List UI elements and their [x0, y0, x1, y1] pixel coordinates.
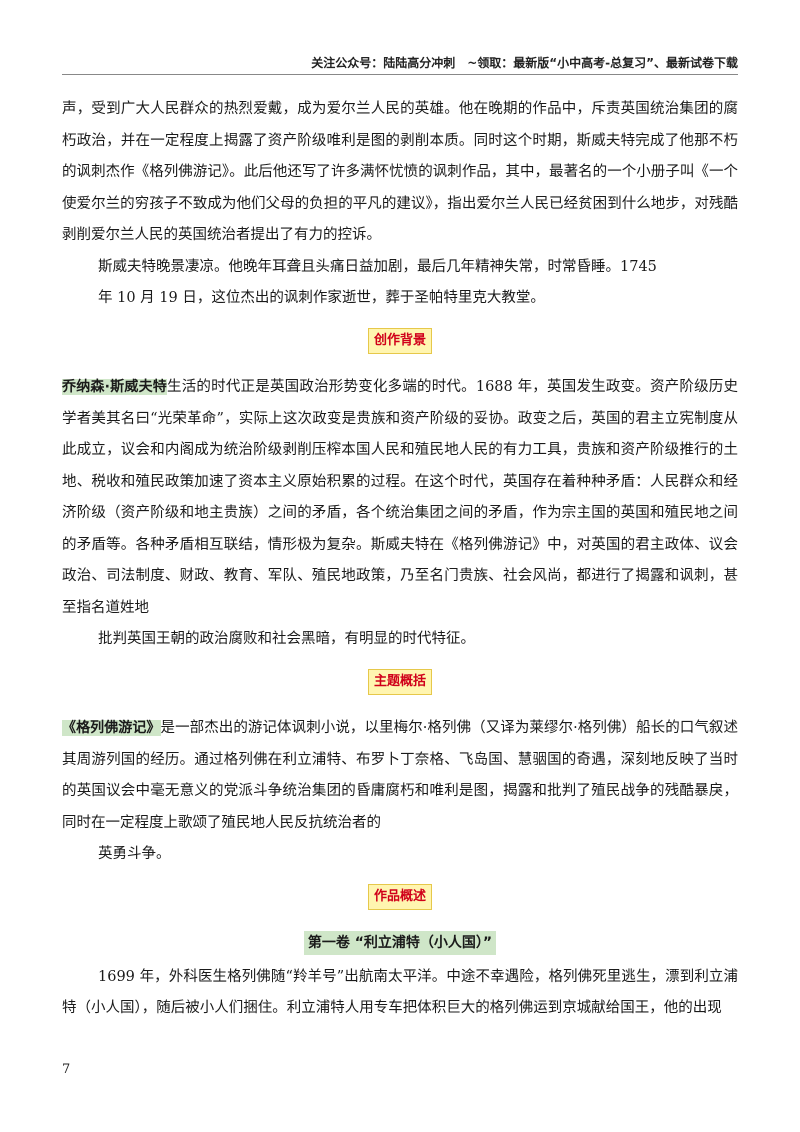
section-label-overview: 作品概述: [367, 883, 432, 910]
theme-paragraph-2: 英勇斗争。: [98, 846, 171, 862]
section-heading-overview: 作品概述: [62, 881, 738, 913]
header-divider: [62, 74, 738, 75]
background-paragraph: 乔纳森·斯威夫特生活的时代正是英国政治形势变化多端的时代。1688 年，英国发生…: [62, 372, 738, 624]
page-number: 7: [62, 1062, 71, 1077]
author-name-highlight: 乔纳森·斯威夫特: [62, 379, 167, 395]
intro-paragraph-1: 声，受到广大人民群众的热烈爱戴，成为爱尔兰人民的英雄。他在晚期的作品中，斥责英国…: [62, 101, 738, 243]
section-heading-background: 创作背景: [62, 325, 738, 357]
chapter-title: 第一卷 “利立浦特（小人国）”: [303, 931, 497, 955]
theme-paragraph: 《格列佛游记》是一部杰出的游记体讽刺小说，以里梅尔·格列佛（又译为莱缪尔·格列佛…: [62, 713, 738, 839]
background-paragraph-2: 批判英国王朝的政治腐败和社会黑暗，有明显的时代特征。: [98, 631, 475, 647]
section-heading-theme: 主题概括: [62, 666, 738, 698]
theme-text: 是一部杰出的游记体讽刺小说，以里梅尔·格列佛（又译为莱缪尔·格列佛）船长的口气叙…: [62, 720, 739, 831]
book-title-highlight: 《格列佛游记》: [62, 720, 161, 736]
chapter-heading: 第一卷 “利立浦特（小人国）”: [62, 928, 738, 960]
page-header: 关注公众号：陆陆高分冲刺 ~领取：最新版“小中高考-总复习”、最新试卷下载: [311, 56, 738, 70]
intro-paragraph-2: 斯威夫特晚景凄凉。他晚年耳聋且头痛日益加剧，最后几年精神失常，时常昏睡。1745: [98, 258, 657, 275]
intro-paragraph-3: 年 10 月 19 日，这位杰出的讽刺作家逝世，葬于圣帕特里克大教堂。: [98, 290, 545, 306]
page-content: 声，受到广大人民群众的热烈爱戴，成为爱尔兰人民的英雄。他在晚期的作品中，斥责英国…: [62, 94, 738, 1025]
section-label-background: 创作背景: [367, 327, 432, 354]
overview-paragraph: 1699 年，外科医生格列佛随“羚羊号”出航南太平洋。中途不幸遇险，格列佛死里逃…: [62, 968, 738, 1017]
background-text: 生活的时代正是英国政治形势变化多端的时代。1688 年，英国发生政变。资产阶级历…: [62, 379, 738, 616]
section-label-theme: 主题概括: [367, 668, 432, 695]
